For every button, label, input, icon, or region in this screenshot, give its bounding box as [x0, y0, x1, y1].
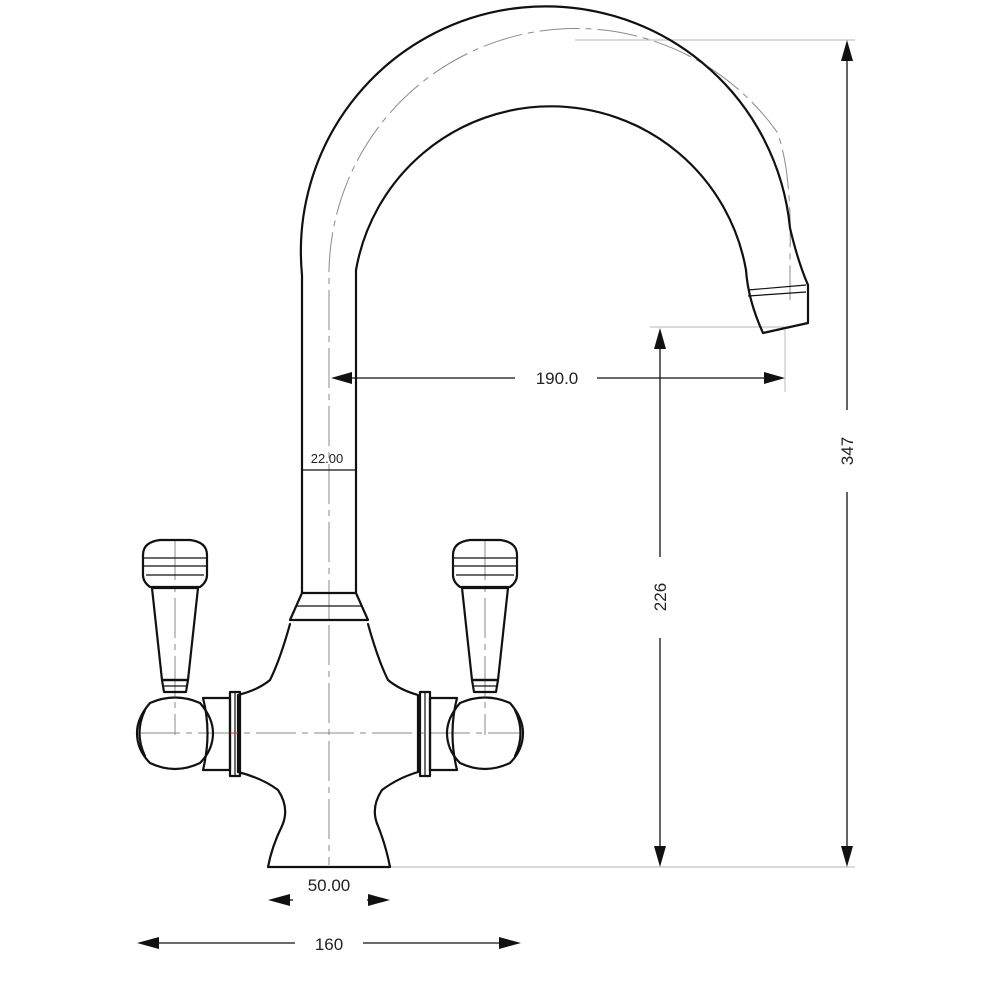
reach-label: 190.0 [536, 369, 579, 388]
pipe-diameter-dimension: 22.00 [301, 451, 357, 472]
base-width-dimension: 50.00 [268, 876, 390, 906]
right-handle [418, 538, 525, 778]
pipe-diameter-label: 22.00 [311, 451, 344, 466]
spout-outer-edge [299, 5, 810, 595]
spout-height-dimension: 226 [651, 328, 670, 867]
left-valve-head [135, 696, 215, 771]
spout [299, 5, 810, 595]
spout-tip-line [747, 284, 807, 291]
left-valve-collar [201, 696, 232, 772]
left-handle-knob [141, 538, 209, 589]
spout-height-label: 226 [651, 583, 670, 611]
base-width-label: 50.00 [308, 876, 351, 895]
body-outline [236, 622, 420, 869]
overall-height-label: 347 [838, 437, 857, 465]
right-valve-head [445, 696, 525, 771]
handle-span-dimension: 160 [137, 935, 521, 954]
neck-collar [288, 591, 370, 622]
right-valve-collar [428, 696, 459, 772]
reach-dimension: 190.0 [331, 369, 785, 388]
tap-body [236, 622, 420, 869]
left-handle [135, 538, 242, 778]
right-handle-knob [451, 538, 519, 589]
handle-span-label: 160 [315, 935, 343, 954]
center-lines [140, 27, 791, 865]
extension-lines [390, 39, 855, 868]
overall-height-dimension: 347 [838, 40, 857, 867]
